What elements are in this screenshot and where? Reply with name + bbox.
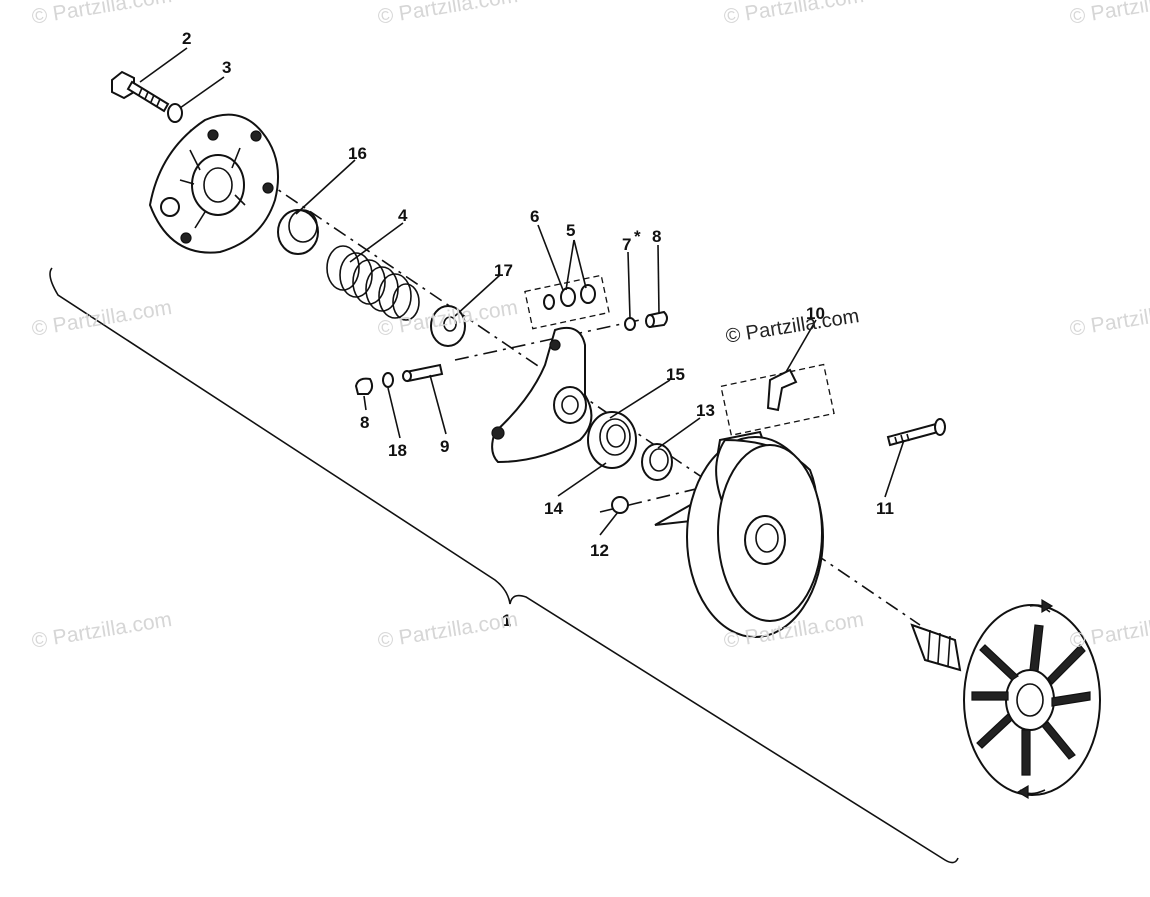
callout-7: 7 — [622, 235, 631, 254]
callout-8-left: 8 — [360, 413, 369, 432]
pin-axis-line — [454, 319, 641, 361]
callout-7-star: * — [634, 227, 641, 246]
callout-14: 14 — [544, 499, 563, 518]
spring-part — [326, 245, 420, 321]
bolt-part — [111, 70, 170, 113]
leader-13 — [657, 417, 701, 449]
leader-5b — [573, 239, 587, 289]
callout-6: 6 — [530, 207, 539, 226]
callout-13: 13 — [696, 401, 715, 420]
leader-7 — [627, 251, 631, 319]
leader-5a — [565, 239, 575, 291]
leader-8l — [363, 395, 367, 411]
leader-8r — [657, 244, 660, 315]
washer-part — [167, 103, 183, 123]
leader-18 — [387, 387, 401, 439]
callout-5: 5 — [566, 221, 575, 240]
cap-washer-pin-parts — [354, 363, 444, 395]
callout-3: 3 — [222, 58, 231, 77]
leader-16 — [295, 159, 356, 215]
spacer-washer-part — [430, 305, 466, 347]
callout-11: 11 — [876, 499, 894, 518]
callout-17: 17 — [494, 261, 513, 280]
leader-6 — [537, 224, 564, 291]
leader-10 — [785, 319, 817, 373]
roller-arm-part — [491, 326, 593, 464]
leader-2 — [139, 47, 188, 83]
moveable-sheave-part — [654, 430, 824, 638]
washer-bolt-7-8 — [624, 310, 668, 331]
dashed-box-10 — [720, 363, 835, 437]
leader-11 — [884, 439, 905, 498]
bushing-ring-part — [277, 209, 319, 255]
cover-plate-part — [148, 113, 279, 254]
callout-18: 18 — [388, 441, 407, 460]
callout-1: 1 — [502, 611, 511, 630]
assembly-bracket-line — [49, 267, 959, 864]
nut-part — [611, 496, 629, 514]
bearing-part — [587, 411, 637, 469]
leader-14 — [557, 462, 607, 497]
leader-15 — [609, 379, 671, 419]
callout-2: 2 — [182, 29, 191, 48]
nut-axis-line — [599, 487, 701, 513]
callout-8-right: 8 — [652, 227, 661, 246]
callout-4: 4 — [398, 206, 408, 225]
callout-15: 15 — [666, 365, 685, 384]
weight-part — [766, 368, 798, 412]
seal-ring-part — [641, 443, 673, 481]
leader-12 — [599, 511, 619, 536]
callout-10: 10 — [806, 304, 825, 323]
callout-16: 16 — [348, 144, 367, 163]
fixed-sheave-part — [910, 598, 1101, 800]
dashed-box-5-6 — [524, 274, 610, 330]
leader-3 — [179, 76, 225, 109]
leader-9 — [429, 374, 447, 435]
roller-parts — [543, 284, 596, 310]
leader-4 — [349, 222, 404, 263]
callout-9: 9 — [440, 437, 449, 456]
callout-12: 12 — [590, 541, 609, 560]
leader-17 — [454, 274, 501, 317]
pin-bolt-part — [886, 418, 946, 447]
